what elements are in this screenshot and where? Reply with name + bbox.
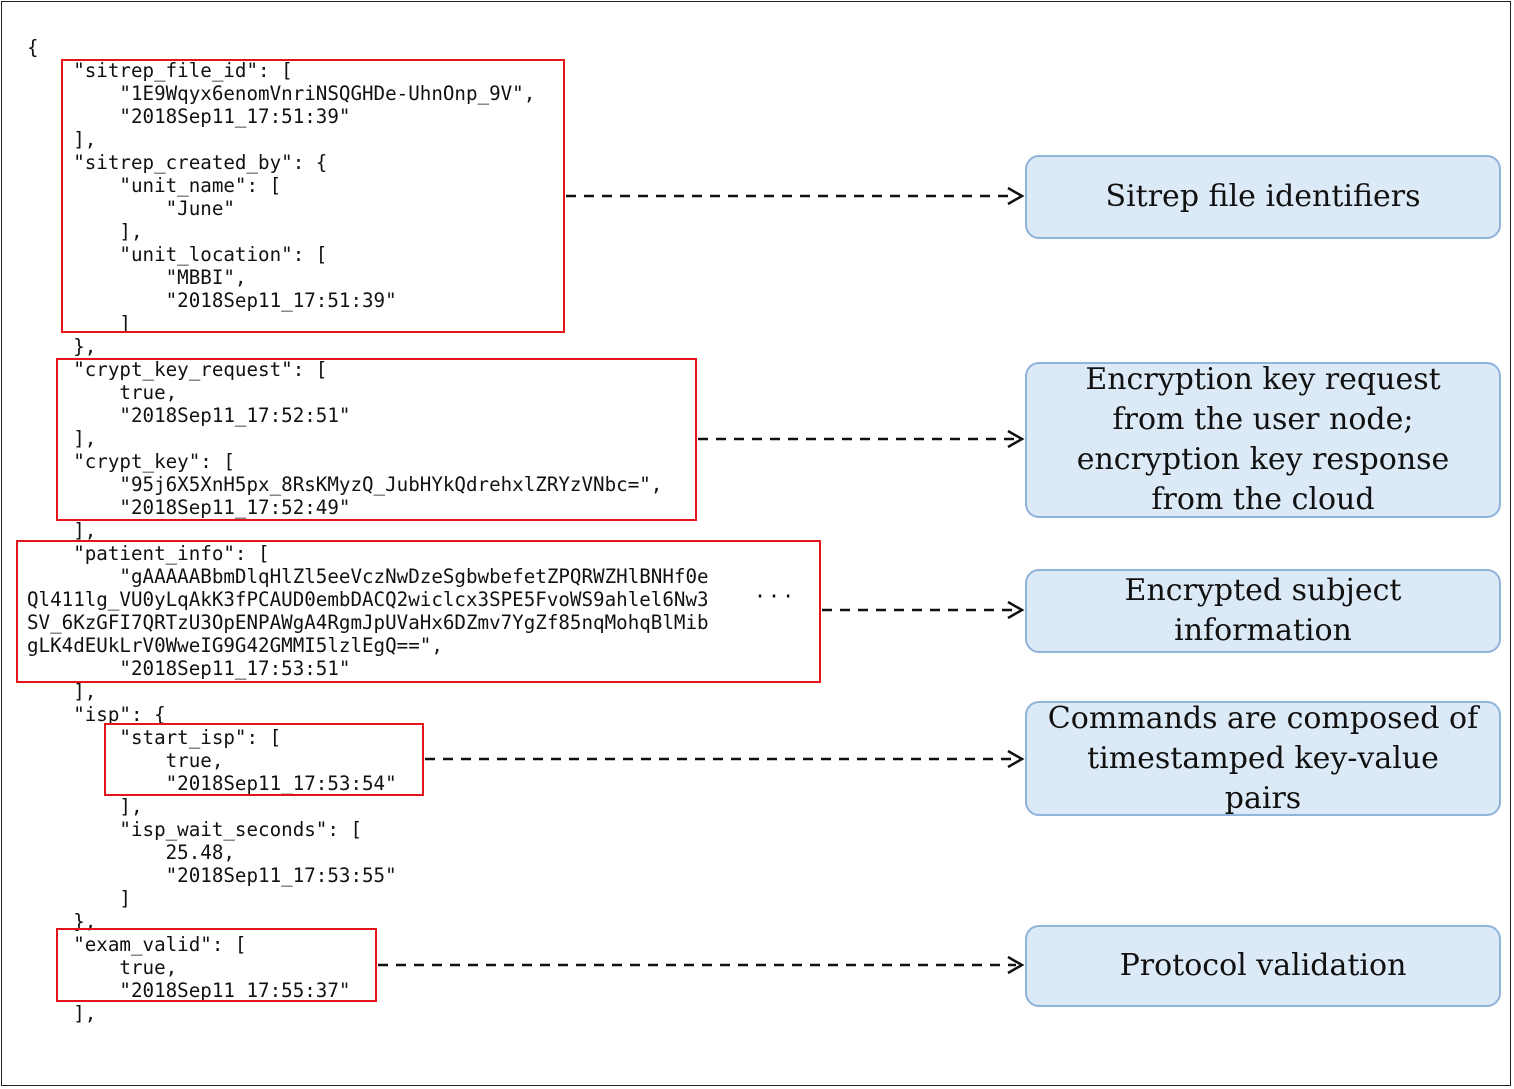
- code-line: gLK4dEUkLrV0WweIG9G42GMMI5lzlEgQ==",: [27, 634, 443, 657]
- code-line: {: [27, 36, 39, 59]
- label-protocol: Protocol validation: [1025, 925, 1501, 1007]
- arrowhead-protocol: [1007, 955, 1025, 975]
- highlight-start-isp: [104, 723, 424, 796]
- code-line: "sitrep_file_id": [: [27, 59, 293, 82]
- code-line: "2018Sep11_17:52:51": [27, 404, 351, 427]
- code-line: "2018Sep11_17:51:39": [27, 289, 397, 312]
- truncation-ellipsis: ···: [754, 584, 797, 608]
- code-line: "2018Sep11_17:53:55": [27, 864, 397, 887]
- code-line: "exam_valid": [: [27, 933, 247, 956]
- code-line: "MBBI",: [27, 266, 247, 289]
- highlight-exam-valid: [56, 928, 377, 1002]
- code-line: ],: [27, 128, 97, 151]
- highlight-sitrep: [61, 59, 565, 333]
- code-line: },: [27, 335, 97, 358]
- code-line: "start_isp": [: [27, 726, 282, 749]
- code-line: "patient_info": [: [27, 542, 270, 565]
- label-patient: Encrypted subject information: [1025, 569, 1501, 653]
- arrowhead-sitrep: [1007, 186, 1025, 206]
- code-line: Ql411lg_VU0yLqAkK3fPCAUD0embDACQ2wiclcx3…: [27, 588, 709, 611]
- arrowhead-commands: [1007, 749, 1025, 769]
- arrowhead-patient: [1007, 600, 1025, 620]
- code-line: "2018Sep11_17:53:51": [27, 657, 351, 680]
- code-line: 25.48,: [27, 841, 235, 864]
- code-line: ]: [27, 887, 131, 910]
- code-line: ],: [27, 1002, 97, 1025]
- code-line: "unit_name": [: [27, 174, 282, 197]
- code-line: ],: [27, 680, 97, 703]
- code-line: SV_6KzGFI7QRTzU3OpENPAWgA4RgmJpUVaHx6DZm…: [27, 611, 709, 634]
- code-line: "isp": {: [27, 703, 166, 726]
- code-line: "crypt_key_request": [: [27, 358, 328, 381]
- highlight-patient-info: [16, 540, 821, 683]
- code-line: ],: [27, 427, 97, 450]
- label-commands: Commands are composed of timestamped key…: [1025, 701, 1501, 816]
- code-line: "2018Sep11_17:55:37": [27, 979, 351, 1002]
- code-line: "gAAAAABbmDlqHlZl5eeVczNwDzeSgbwbefetZPQ…: [27, 565, 709, 588]
- code-line: true,: [27, 381, 178, 404]
- code-line: "unit_location": [: [27, 243, 328, 266]
- code-line: },: [27, 910, 97, 933]
- label-sitrep: Sitrep file identifiers: [1025, 155, 1501, 239]
- code-line: "sitrep_created_by": {: [27, 151, 328, 174]
- arrowhead-crypt: [1007, 429, 1025, 449]
- code-line: true,: [27, 749, 224, 772]
- label-crypt: Encryption key request from the user nod…: [1025, 362, 1501, 518]
- code-line: "June": [27, 197, 235, 220]
- code-line: "isp_wait_seconds": [: [27, 818, 363, 841]
- code-line: ],: [27, 795, 143, 818]
- code-line: "1E9Wqyx6enomVnriNSQGHDe-UhnOnp_9V",: [27, 82, 536, 105]
- code-line: "2018Sep11_17:52:49": [27, 496, 351, 519]
- code-line: "crypt_key": [: [27, 450, 235, 473]
- code-line: "95j6X5XnH5px_8RsKMyzQ_JubHYkQdrehxlZRYz…: [27, 473, 663, 496]
- code-line: ],: [27, 519, 97, 542]
- code-line: "2018Sep11_17:53:54": [27, 772, 397, 795]
- code-line: ],: [27, 220, 143, 243]
- code-line: true,: [27, 956, 178, 979]
- highlight-crypt-key: [56, 358, 697, 521]
- code-line: "2018Sep11_17:51:39": [27, 105, 351, 128]
- code-line: ]: [27, 312, 131, 335]
- json-code-block: { "sitrep_file_id": [ "1E9Wqyx6enomVnriN…: [27, 36, 709, 1025]
